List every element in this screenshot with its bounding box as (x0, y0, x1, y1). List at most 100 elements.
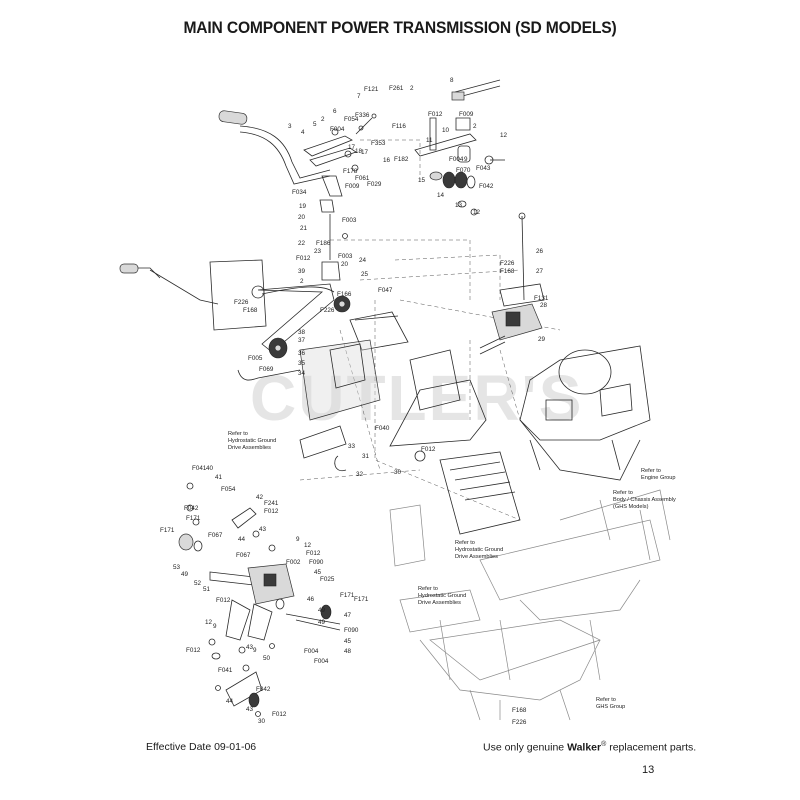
ref-hydro-top-line3: Drive Assemblies (228, 445, 271, 451)
callout: 47 (344, 612, 352, 619)
callout: 16 (383, 157, 391, 164)
callout: 46 (307, 596, 315, 603)
callout: F003 (342, 217, 357, 224)
callout: 45 (314, 569, 322, 576)
belt-pulley-assembly (119, 259, 409, 381)
callout: F067 (208, 532, 223, 539)
ref-hydro-top-line1: Refer to (228, 431, 248, 437)
callout: 39 (298, 268, 306, 275)
callout: F054 (344, 116, 359, 123)
footer-suffix: replacement parts. (606, 741, 697, 754)
callout: 19 (299, 203, 307, 210)
callout: F168 (512, 707, 527, 714)
callout: F171 (340, 592, 355, 599)
callout: F003 (338, 253, 353, 260)
footer-note: Use only genuine Walker® replacement par… (483, 741, 696, 754)
callout: F042 (184, 505, 199, 512)
callout: F116 (392, 123, 406, 130)
chassis-frame (389, 489, 671, 721)
callout: 41 (215, 474, 223, 481)
ref-hydro-mid-line2: Hydrostatic Ground (455, 547, 503, 553)
callout: 10 (442, 127, 450, 134)
callout: 7 (357, 93, 361, 100)
callout: F004 (314, 658, 329, 665)
callout: 44 (238, 536, 246, 543)
callout: 43 (246, 706, 254, 713)
callout: F047 (378, 287, 393, 294)
callout: F012 (296, 255, 311, 262)
callout: 4 (301, 129, 305, 136)
callout: F009 (345, 183, 360, 190)
callout: 13 (455, 202, 463, 209)
callout: F226 (500, 260, 515, 267)
brand-name: Walker (567, 741, 602, 754)
page-title: MAIN COMPONENT POWER TRANSMISSION (SD MO… (183, 18, 617, 37)
callout: F067 (236, 552, 251, 559)
callout: F004 (449, 156, 464, 163)
callout: F034 (292, 189, 307, 196)
callout: F012 (272, 711, 287, 718)
callout: F166 (337, 291, 352, 298)
callout: 43 (259, 526, 267, 533)
callout: F012 (186, 647, 201, 654)
callout: 30 (394, 469, 402, 476)
callout: F009 (459, 111, 474, 118)
callout: F182 (394, 156, 409, 163)
callout: F226 (234, 299, 249, 306)
callout: F261 (389, 85, 404, 92)
callout: 27 (536, 268, 544, 275)
callout: 52 (194, 580, 202, 587)
callout: F353 (371, 140, 386, 147)
callout: 50 (263, 655, 271, 662)
callout: 30 (258, 718, 266, 725)
callout: F186 (316, 240, 331, 247)
callout: F025 (320, 576, 335, 583)
callout: F004 (304, 648, 319, 655)
callout: 5 (313, 121, 317, 128)
callout: 49 (318, 607, 326, 614)
callout: F178 (343, 168, 358, 175)
callout: 49 (318, 619, 326, 626)
callout: 48 (344, 648, 352, 655)
callout: 9 (296, 536, 300, 543)
callout: 2 (321, 116, 325, 123)
callout: 24 (359, 257, 367, 264)
callout: 26 (536, 248, 544, 255)
callout: 36 (298, 350, 306, 357)
callout: 31 (362, 453, 370, 460)
callout: F069 (259, 366, 274, 373)
pto-gearbox-assembly (479, 212, 545, 355)
ref-hydro-mid-line1: Refer to (455, 540, 475, 546)
callout: F070 (456, 167, 471, 174)
callout: 15 (418, 177, 426, 184)
callout: 17 (348, 144, 356, 151)
callout: 2 (410, 85, 414, 92)
callout: 42 (256, 494, 264, 501)
callout: F061 (355, 175, 370, 182)
callout: 28 (540, 302, 548, 309)
callout: 43 (246, 644, 254, 651)
callout: F043 (476, 165, 491, 172)
callout: 12 (304, 542, 312, 549)
callout: 37 (298, 337, 306, 344)
callout: F012 (216, 597, 231, 604)
callout: 9 (464, 156, 468, 163)
ref-body-line3: (GHS Models) (613, 504, 649, 510)
ref-body-line2: Body / Chassis Assembly (613, 497, 676, 503)
callout: 45 (344, 638, 352, 645)
callout: 33 (348, 443, 356, 450)
ref-hydro-low-line3: Drive Assemblies (418, 600, 461, 606)
callout: 3 (288, 123, 292, 130)
callout: 14 (437, 192, 445, 199)
ref-body-line1: Refer to (613, 490, 633, 496)
callout: 38 (298, 329, 306, 336)
callout: F171 (160, 527, 175, 534)
callout: F012 (428, 111, 443, 118)
callout: F171 (186, 515, 201, 522)
callout: F041 (218, 667, 233, 674)
callout: F054 (221, 486, 236, 493)
callout: 21 (300, 225, 308, 232)
callout: F041 (192, 465, 207, 472)
callout: F121 (364, 86, 379, 93)
